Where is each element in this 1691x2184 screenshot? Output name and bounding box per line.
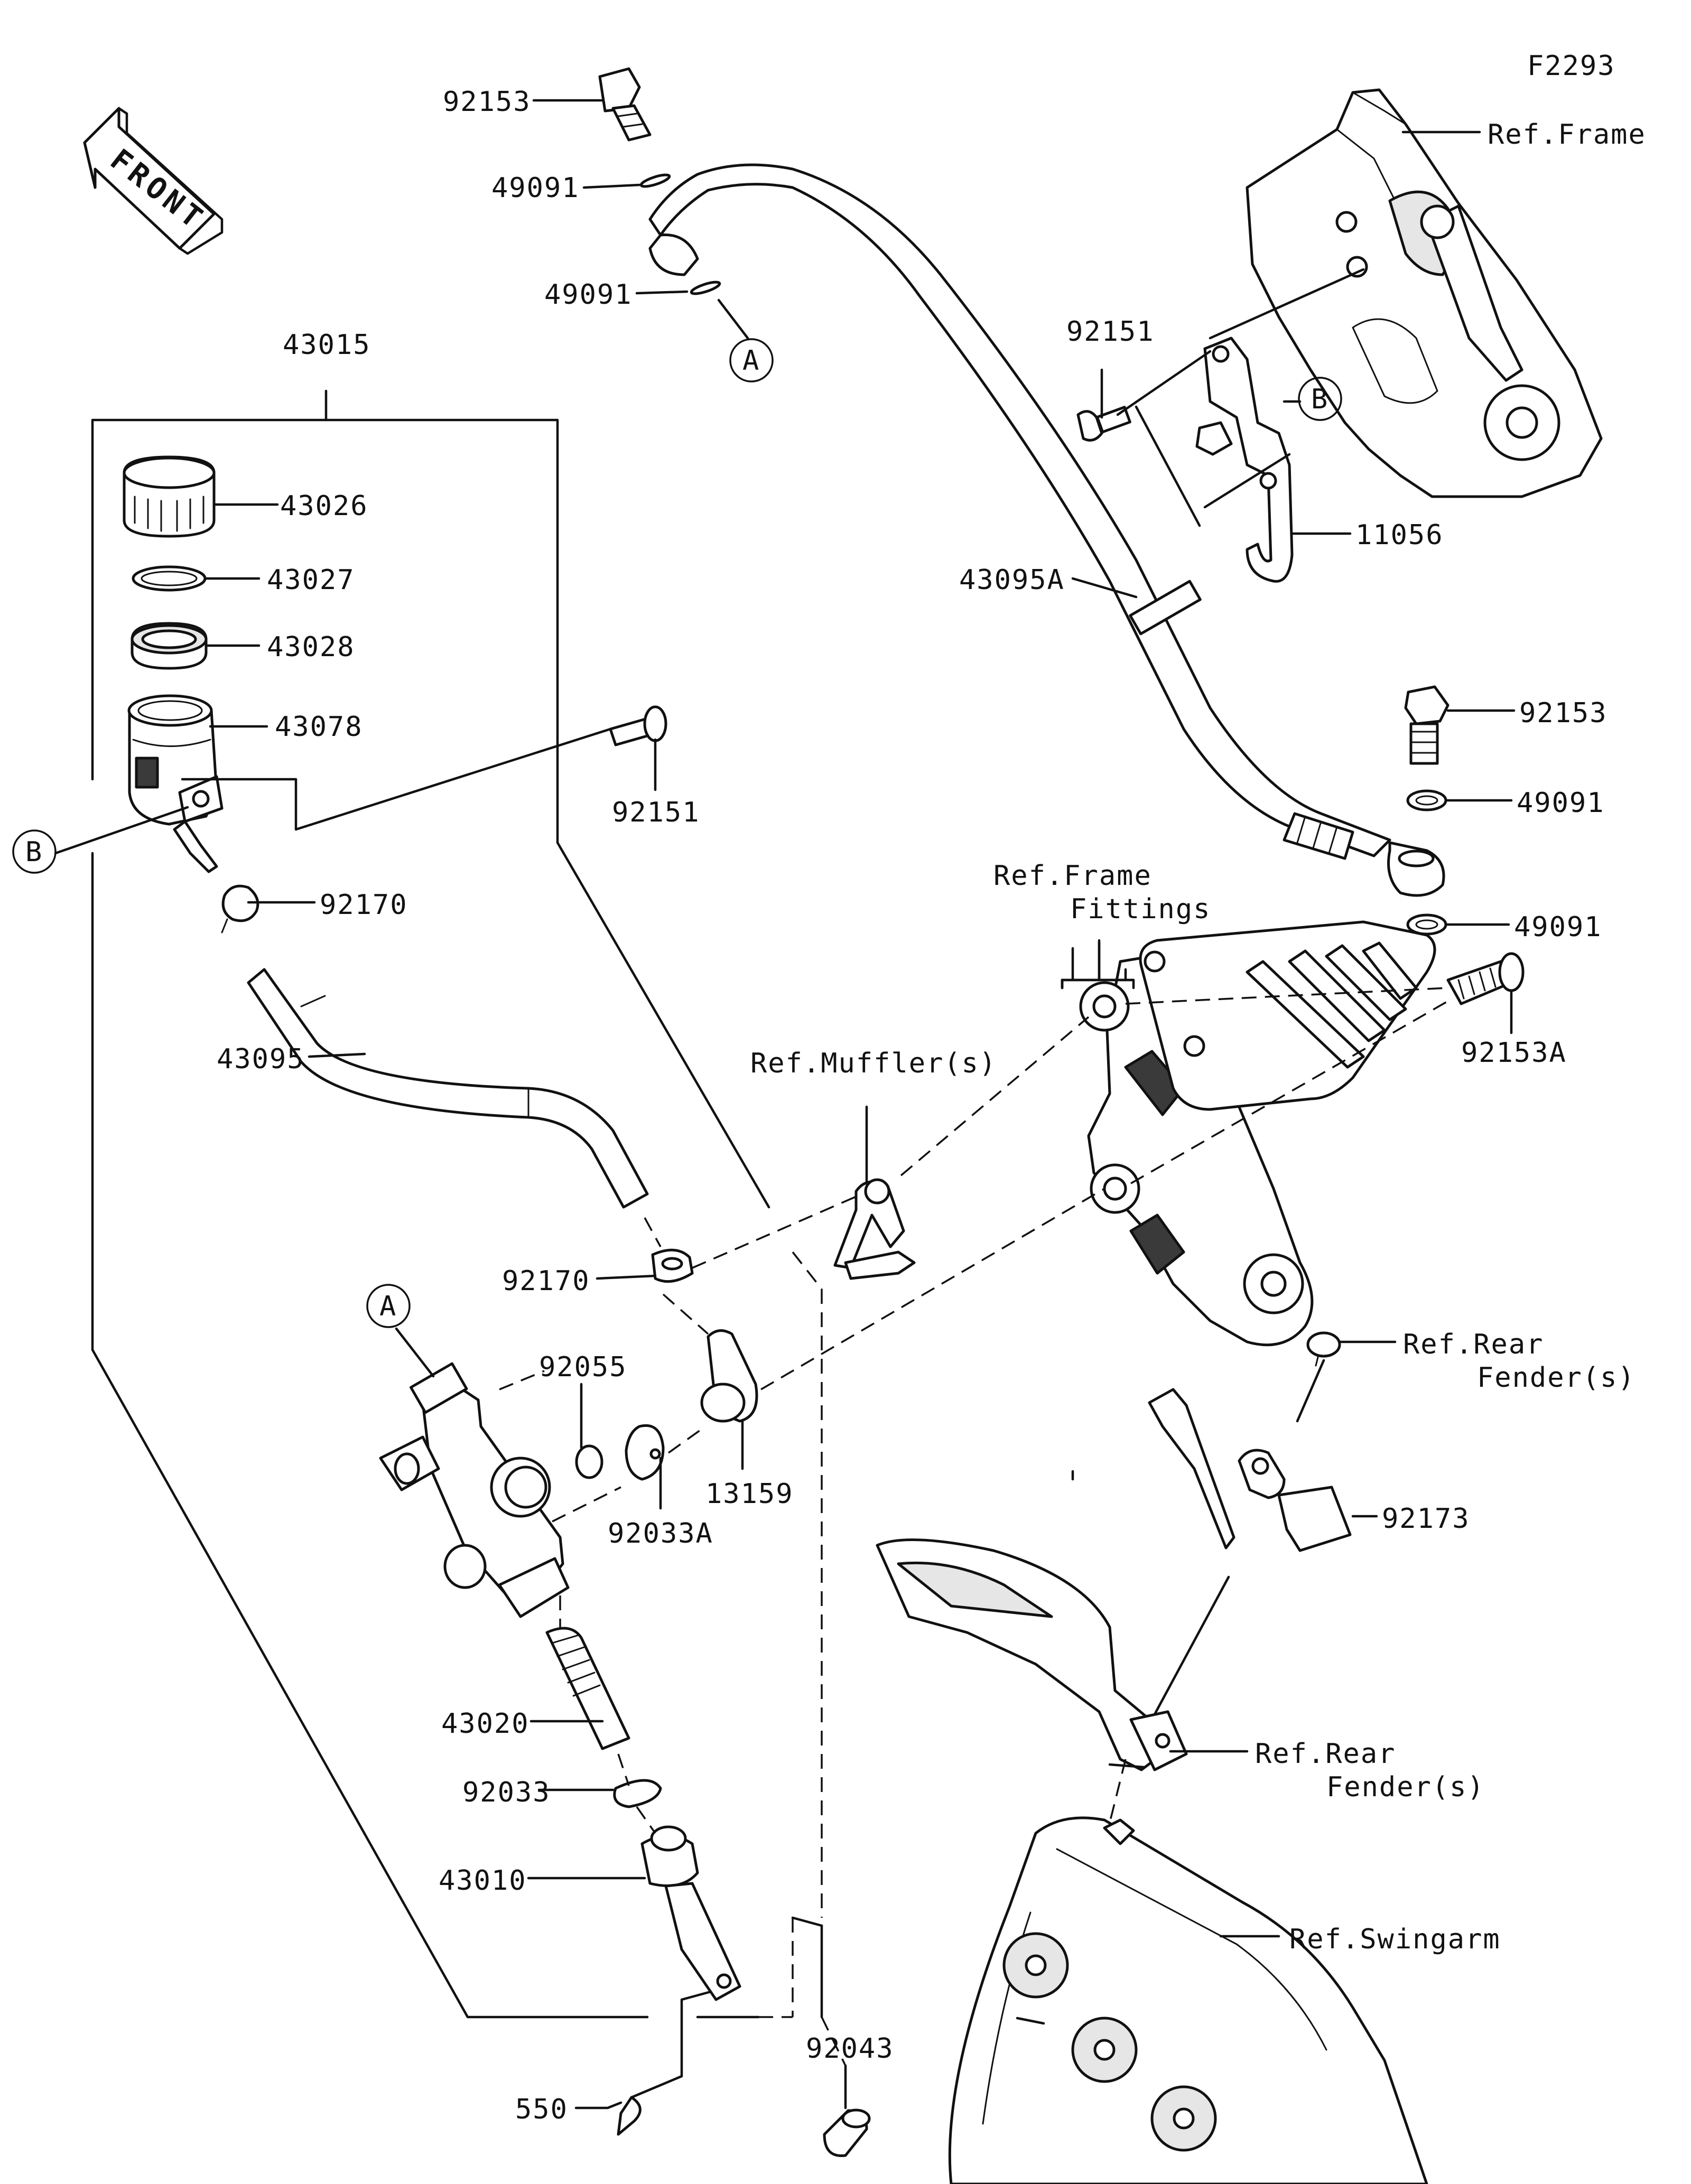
ref-mufflers: Ref.Muffler(s): [750, 1048, 997, 1079]
marker-a-bottom-label: A: [379, 1291, 397, 1322]
ref-swingarm: Ref.Swingarm: [1289, 1924, 1501, 1955]
bolt-92151-mid: [609, 705, 667, 746]
marker-a-bottom: A: [366, 1284, 411, 1328]
banjo-bolt-92153-right: [1404, 685, 1450, 765]
label-43026: 43026: [280, 490, 368, 522]
front-arrow-icon: FRONT: [83, 107, 224, 255]
part-labels: 92153 49091 49091 43015 43026 43027 4302…: [217, 86, 1608, 2125]
leader-lines: [54, 99, 1516, 2110]
label-92033: 92033: [462, 1777, 551, 1808]
marker-a-top-label: A: [742, 345, 760, 377]
bolt-92151-top: [1076, 406, 1131, 442]
label-43095A: 43095A: [959, 564, 1065, 596]
ref-rear-fender-2-line1: Ref.Rear: [1255, 1738, 1396, 1770]
clevis-pin-92043: [823, 2108, 871, 2157]
label-43078: 43078: [275, 711, 363, 743]
rear-fender: [876, 1538, 1188, 1771]
rear-fender-bolt: [1306, 1331, 1341, 1367]
circlip-92033A: [625, 1424, 665, 1481]
label-92151-mid: 92151: [612, 797, 700, 828]
marker-b-right-label: B: [1311, 384, 1328, 415]
label-49091-d: 49091: [1514, 911, 1602, 943]
label-43028: 43028: [267, 631, 355, 663]
hose-43095: [247, 968, 649, 1209]
marker-b-left: B: [12, 829, 57, 874]
label-92170-a: 92170: [320, 889, 408, 921]
ref-rear-fender-1-line2: Fender(s): [1477, 1362, 1636, 1394]
figure-code: F2293: [1527, 50, 1615, 82]
label-92043: 92043: [806, 2033, 894, 2065]
push-rod-43020: [545, 1627, 630, 1750]
clevis-43010: [640, 1825, 741, 2001]
hose-clamp-92170-upper: [221, 884, 259, 934]
label-43095: 43095: [217, 1043, 305, 1075]
label-92153-right: 92153: [1519, 697, 1608, 729]
ref-rear-fender-2-line2: Fender(s): [1326, 1771, 1485, 1803]
diaphragm-ring-43027: [132, 565, 207, 592]
label-49091-b: 49091: [544, 279, 633, 311]
label-92055: 92055: [539, 1351, 627, 1383]
label-43015: 43015: [283, 329, 371, 361]
marker-b-left-label: B: [25, 836, 43, 868]
washer-49091-a: [639, 173, 671, 188]
label-92033A: 92033A: [608, 1518, 713, 1550]
heat-guard-plate: [1139, 920, 1436, 1111]
cotter-pin-550: [617, 2096, 642, 2136]
ref-frame-top: Ref.Frame: [1488, 119, 1646, 151]
reservoir-cap-43026: [123, 455, 216, 538]
label-13159: 13159: [705, 1478, 794, 1510]
swingarm: [948, 1816, 1428, 2184]
clamp-92173: [1148, 1388, 1352, 1552]
dashed-lines: [499, 987, 1448, 2066]
label-43020: 43020: [441, 1708, 529, 1740]
ref-frame-fittings-line1: Ref.Frame: [993, 860, 1152, 892]
ref-rear-fender-1-line1: Ref.Rear: [1403, 1329, 1544, 1360]
bracket-11056: [1195, 337, 1294, 583]
kit-bracket-43015: [91, 389, 823, 2019]
hose-joint-13159: [700, 1329, 758, 1423]
label-49091-a: 49091: [491, 172, 580, 204]
marker-b-right: B: [1298, 377, 1342, 421]
label-11056: 11056: [1355, 519, 1444, 551]
diaphragm-plate-43028: [131, 622, 208, 670]
label-550: 550: [515, 2094, 568, 2125]
banjo-bolt-92153-top: [598, 67, 652, 142]
washer-49091-b: [690, 281, 721, 295]
hose-clamp-92170-lower: [651, 1248, 694, 1283]
label-92151-top: 92151: [1066, 316, 1155, 348]
label-92153-top: 92153: [443, 86, 531, 118]
label-43027: 43027: [267, 564, 355, 596]
reference-labels: Ref.Frame Ref.Frame Fittings Ref.Muffler…: [750, 119, 1646, 1955]
muffler-bracket: [833, 1178, 916, 1280]
o-ring-92055: [575, 1444, 603, 1479]
master-cylinder-body: [379, 1362, 570, 1618]
washer-49091-c: [1406, 789, 1447, 811]
frame-ref-top: [1246, 88, 1603, 498]
label-43010: 43010: [439, 1865, 527, 1897]
label-49091-c: 49091: [1517, 787, 1605, 819]
circlip-92033: [613, 1779, 662, 1808]
marker-a-top: A: [729, 338, 774, 382]
reservoir-tank-43078: [127, 694, 224, 873]
brake-hose-43095A: [648, 163, 1445, 897]
label-92153A: 92153A: [1461, 1037, 1567, 1069]
label-92170-b: 92170: [502, 1265, 590, 1297]
label-92173: 92173: [1382, 1503, 1470, 1535]
ref-frame-fittings-line2: Fittings: [1070, 893, 1211, 925]
bolt-92153A: [1446, 952, 1525, 1005]
